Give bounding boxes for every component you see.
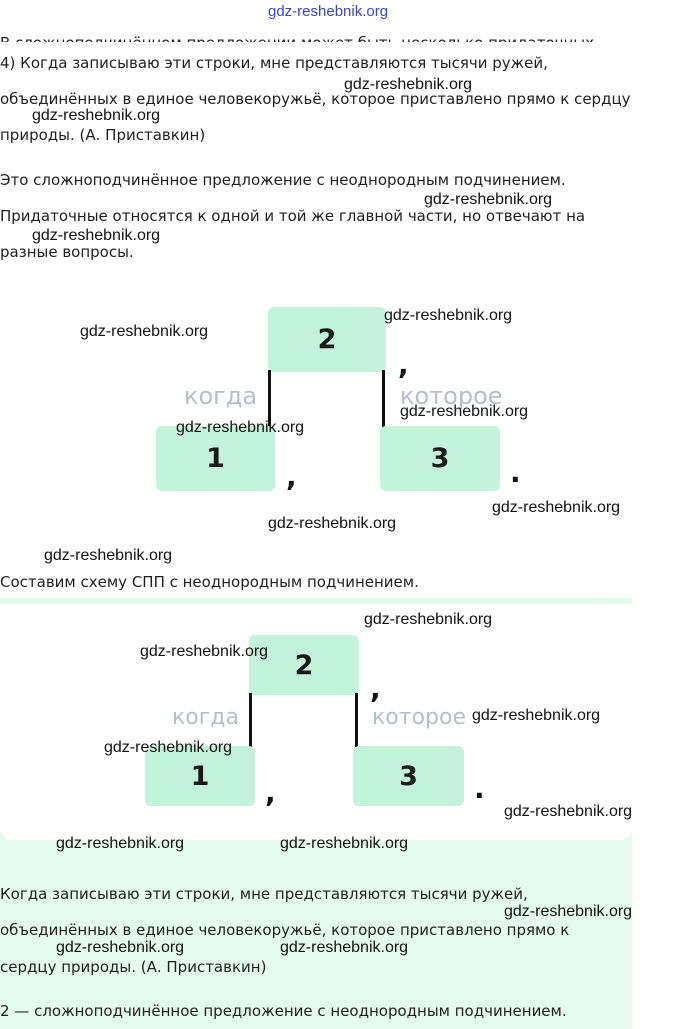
watermark: gdz-reshebnik.org	[504, 803, 633, 820]
intro-text-cut: В сложноподчинённом предложении может бы…	[0, 34, 640, 42]
scheme1-period: .	[510, 456, 521, 489]
scheme2-right-clause-box: 3	[353, 746, 464, 806]
watermark-top: gdz-reshebnik.org	[268, 3, 389, 20]
watermark: gdz-reshebnik.org	[56, 835, 185, 852]
scheme1-comma-top: ,	[398, 348, 409, 381]
watermark: gdz-reshebnik.org	[280, 939, 409, 956]
watermark: gdz-reshebnik.org	[56, 939, 185, 956]
watermark: gdz-reshebnik.org	[400, 403, 529, 420]
scheme2-comma-left: ,	[265, 776, 276, 809]
scheme2-comma-top: ,	[370, 672, 381, 705]
scheme1-left-clause-box: 1	[156, 426, 275, 491]
watermark: gdz-reshebnik.org	[176, 419, 305, 436]
watermark: gdz-reshebnik.org	[364, 611, 493, 628]
scheme1-right-conjunction: которое	[400, 382, 503, 410]
example-line-3: природы. (А. Приставкин)	[0, 126, 206, 144]
watermark: gdz-reshebnik.org	[492, 499, 621, 516]
scheme2-right-connector	[355, 693, 358, 747]
watermark: gdz-reshebnik.org	[384, 307, 513, 324]
answer-line-4: 2 — сложноподчинённое предложение с неод…	[0, 1002, 567, 1020]
explanation-line-2: Придаточные относятся к одной и той же г…	[0, 207, 586, 225]
scheme2-right-number: 3	[399, 760, 418, 792]
explanation-line-1: Это сложноподчинённое предложение с неод…	[0, 171, 566, 189]
scheme2-main-number: 2	[294, 649, 314, 681]
scheme1-right-number: 3	[430, 443, 450, 474]
scheme2-left-connector	[249, 693, 252, 747]
watermark: gdz-reshebnik.org	[424, 191, 553, 208]
scheme1-right-clause-box: 3	[380, 426, 500, 491]
example-line-1: 4) Когда записываю эти строки, мне предс…	[0, 54, 548, 72]
explanation-line-3: разные вопросы.	[0, 243, 134, 261]
scheme2-left-conjunction: когда	[172, 705, 239, 730]
scheme2-period: .	[474, 772, 485, 805]
watermark: gdz-reshebnik.org	[104, 739, 233, 756]
answer-line-2: объединённых в единое человекоружьё, кот…	[0, 921, 570, 939]
scheme1-main-clause-box: 2	[268, 307, 386, 372]
watermark: gdz-reshebnik.org	[472, 707, 601, 724]
scheme1-main-number: 2	[317, 324, 337, 355]
scheme1-left-number: 1	[206, 443, 225, 474]
answer-line-1: Когда записываю эти строки, мне представ…	[0, 885, 528, 903]
scheme1-comma-left: ,	[286, 460, 297, 493]
watermark: gdz-reshebnik.org	[80, 323, 209, 340]
scheme2-right-conjunction: которое	[372, 705, 466, 730]
watermark: gdz-reshebnik.org	[344, 76, 473, 93]
watermark: gdz-reshebnik.org	[44, 547, 173, 564]
scheme1-right-connector	[382, 370, 385, 428]
scheme2-main-clause-box: 2	[249, 635, 359, 695]
watermark: gdz-reshebnik.org	[32, 227, 161, 244]
scheme2-left-number: 1	[190, 760, 210, 792]
watermark: gdz-reshebnik.org	[504, 903, 633, 920]
answer-line-3: сердцу природы. (А. Приставкин)	[0, 958, 267, 976]
scheme2-left-clause-box: 1	[145, 746, 255, 806]
example-line-2: объединённых в единое человекоружьё, кот…	[0, 90, 631, 108]
watermark: gdz-reshebnik.org	[280, 835, 409, 852]
watermark: gdz-reshebnik.org	[140, 643, 269, 660]
intro-text: В сложноподчинённом предложении может бы…	[0, 34, 594, 42]
watermark: gdz-reshebnik.org	[32, 107, 161, 124]
watermark: gdz-reshebnik.org	[268, 515, 397, 532]
compose-scheme-label: Составим схему СПП с неоднородным подчин…	[0, 573, 419, 591]
scheme1-left-connector	[268, 370, 271, 428]
scheme1-left-conjunction: когда	[184, 382, 258, 410]
